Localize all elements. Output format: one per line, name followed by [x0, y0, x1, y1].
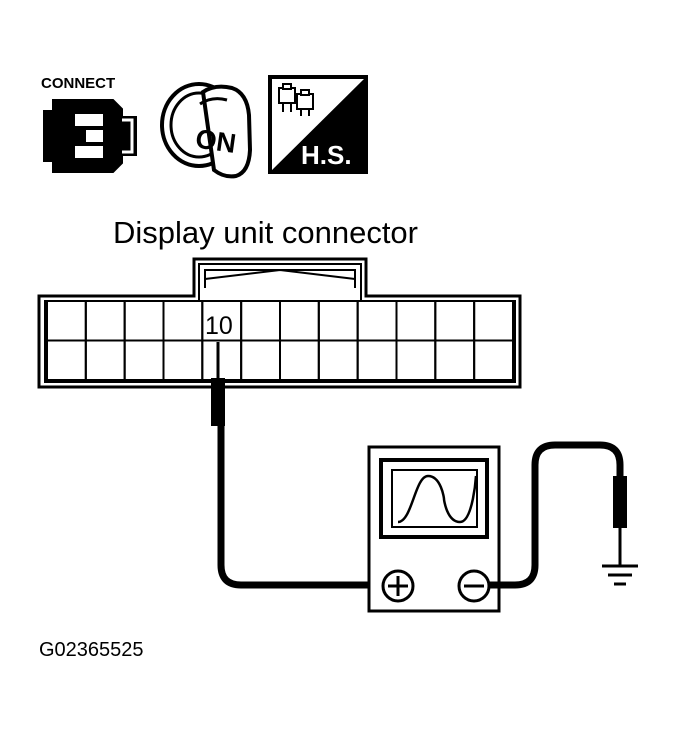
connector-title: Display unit connector	[113, 215, 418, 250]
terminal-number: 10	[205, 312, 233, 340]
waveform	[397, 474, 478, 524]
display-unit-connector: 10	[37, 257, 522, 389]
connect-icon: CONNECT	[41, 75, 137, 173]
harness-hs-icon: H.S.	[268, 75, 368, 174]
ignition-on-label: ON	[194, 124, 238, 159]
ground-icon	[602, 564, 638, 586]
negative-terminal	[457, 569, 491, 603]
positive-terminal	[381, 569, 415, 603]
terminal-cavity	[473, 339, 515, 381]
connect-label: CONNECT	[41, 75, 115, 92]
connector-glyph-icon	[278, 83, 314, 116]
negative-lead	[489, 441, 627, 589]
harness-hs-label: H.S.	[301, 140, 352, 170]
terminal-grid	[46, 300, 515, 381]
ignition-on-icon: ON	[160, 82, 253, 179]
figure-id: G02365525	[39, 639, 144, 661]
positive-probe	[211, 342, 372, 589]
oscilloscope	[367, 445, 501, 613]
